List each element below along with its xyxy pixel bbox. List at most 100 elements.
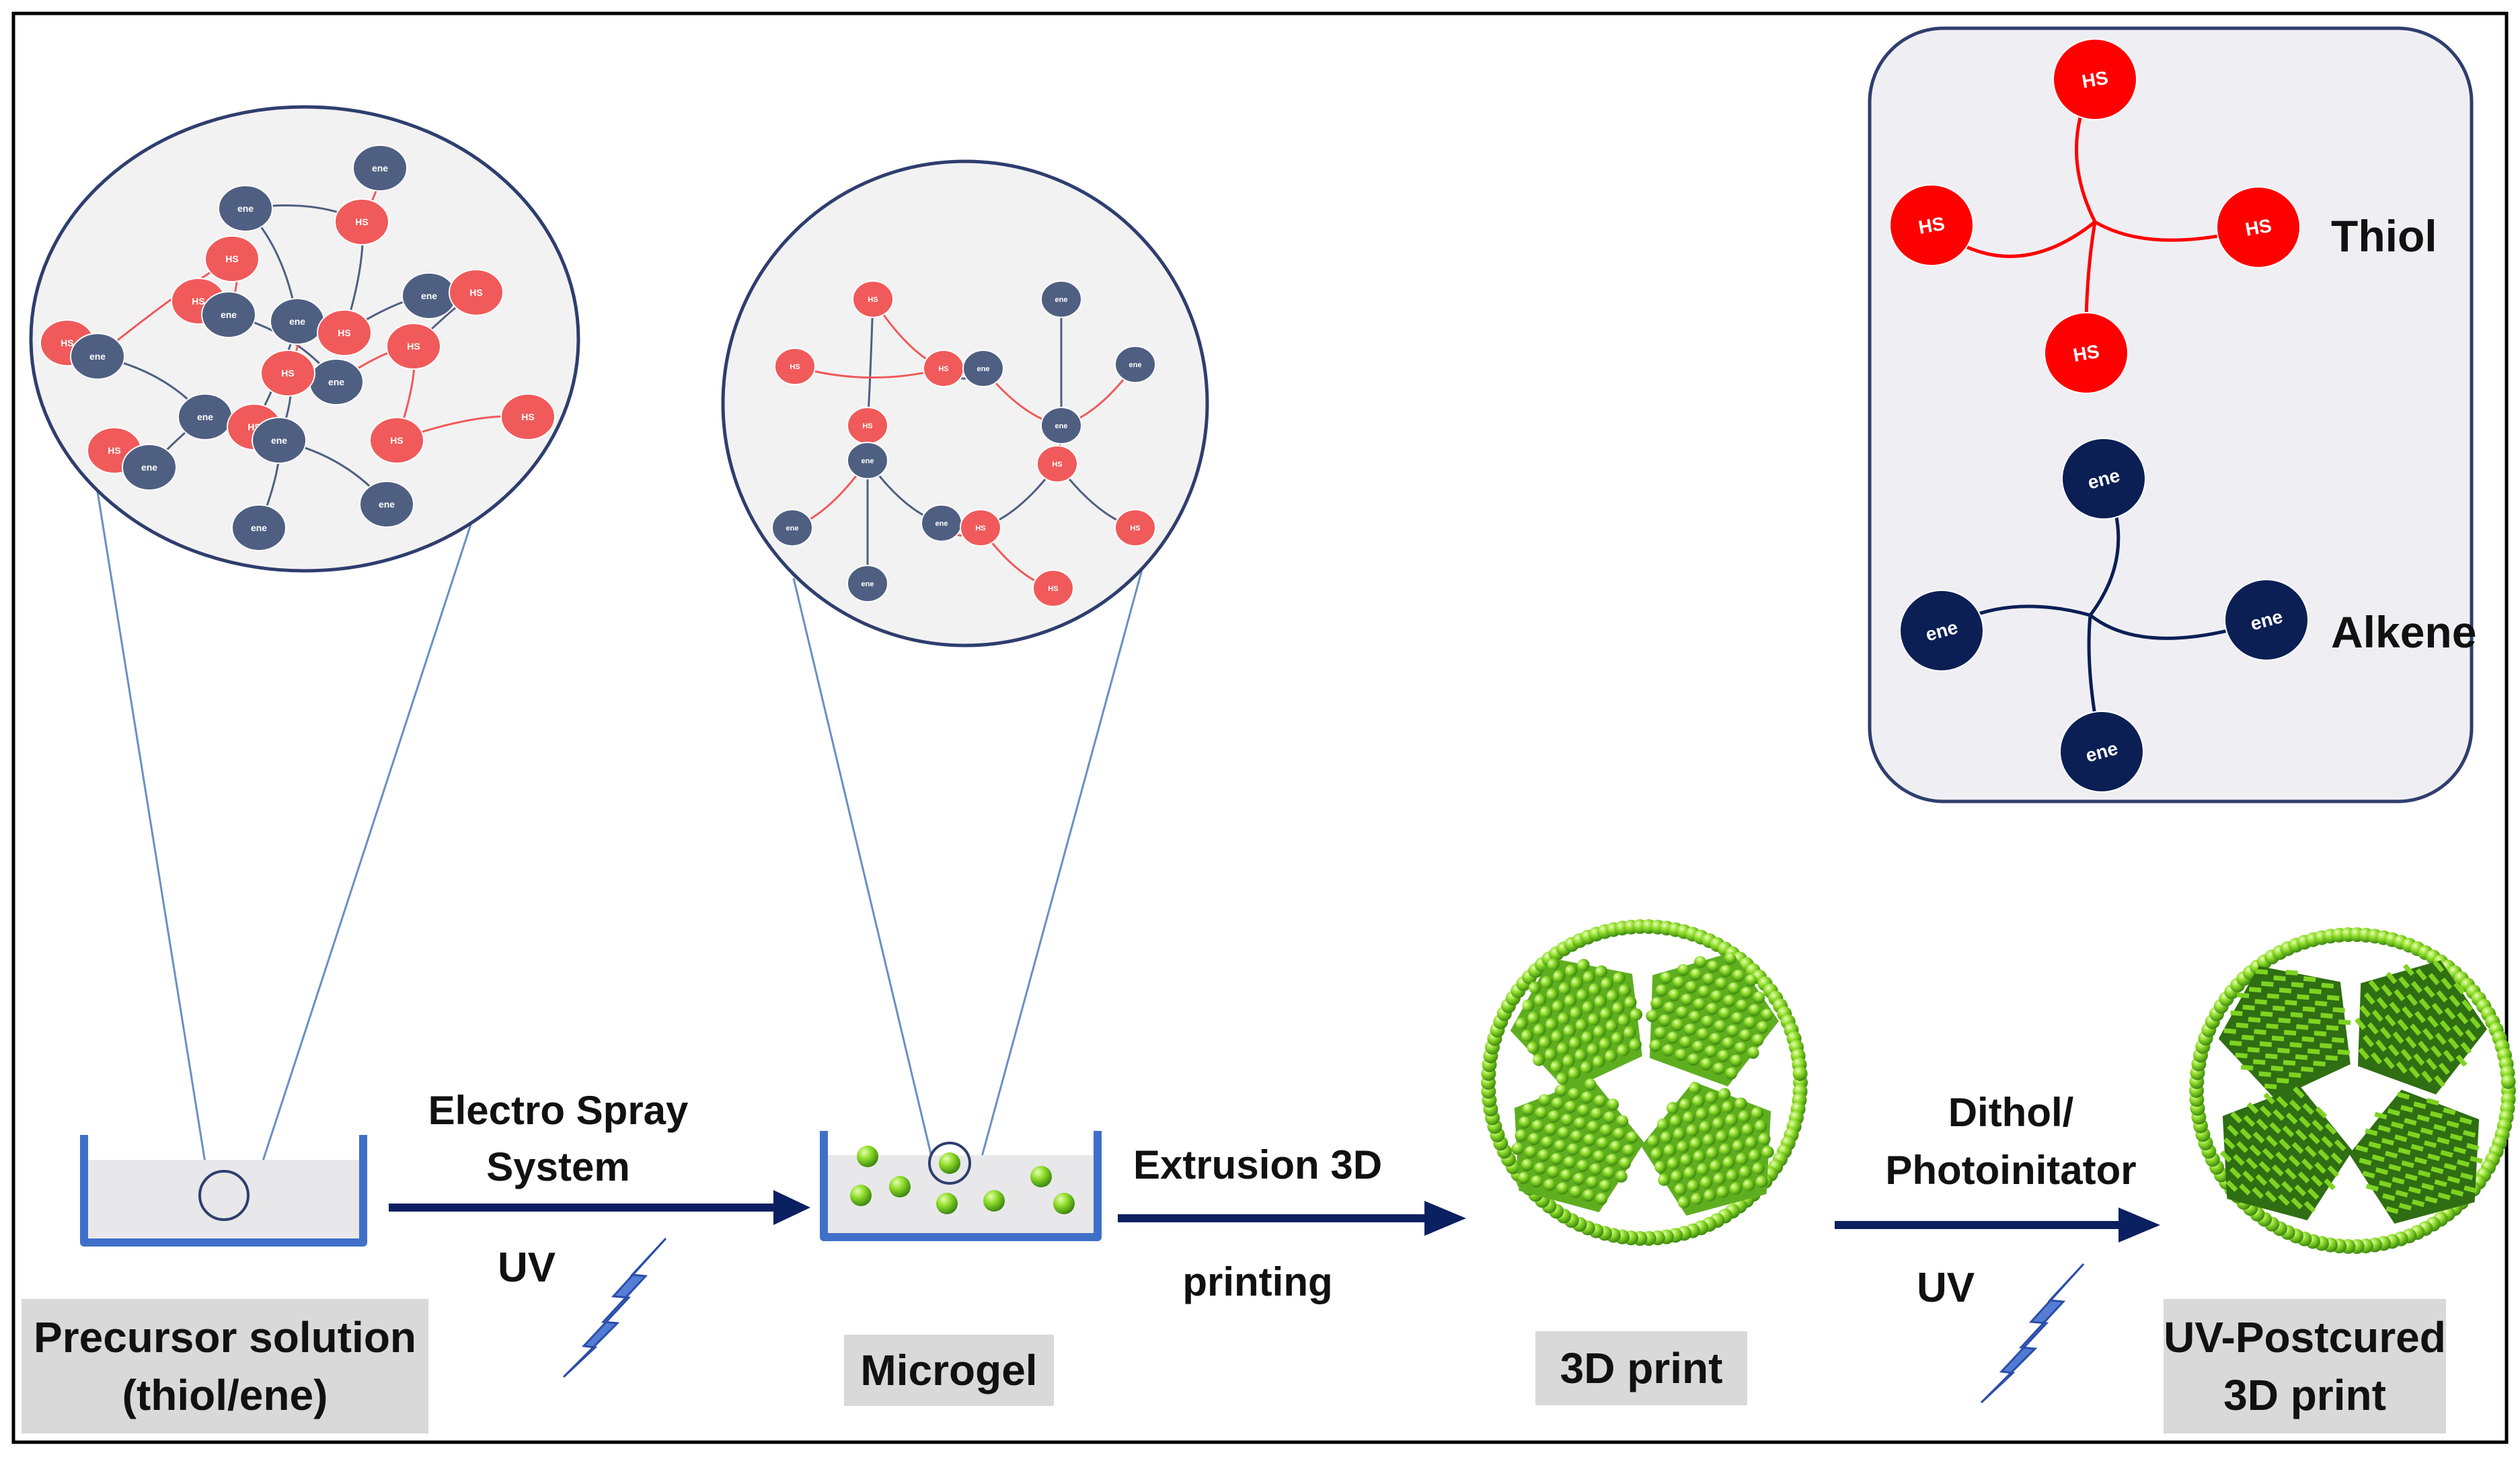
svg-text:HS: HS: [1048, 585, 1058, 593]
ene-arm-node-2: ene: [2224, 579, 2309, 661]
svg-text:HS: HS: [192, 296, 204, 307]
microgel-node-1: ene: [1040, 280, 1082, 318]
microgel-node-10: ene: [771, 509, 813, 547]
precursor-node-6: ene: [270, 298, 325, 345]
svg-text:HS: HS: [225, 253, 238, 264]
svg-text:HS: HS: [390, 435, 403, 446]
svg-text:HS: HS: [790, 363, 800, 371]
svg-text:HS: HS: [469, 287, 482, 298]
microgel-node-2: HS: [774, 348, 816, 385]
precursor-node-1: ene: [218, 185, 273, 232]
microgel-step-label: Microgel: [844, 1335, 1054, 1406]
svg-text:HS: HS: [281, 368, 294, 379]
scaffold-pad: [1646, 952, 1779, 1087]
precursor-step-label: Precursor solution (thiol/ene): [22, 1299, 428, 1433]
microgel-bead-5: [983, 1190, 1005, 1212]
microgel-node-3: HS: [923, 350, 964, 387]
svg-text:HS: HS: [862, 422, 872, 430]
svg-text:HS: HS: [2071, 341, 2101, 366]
legend-alkene-label: Alkene: [2331, 607, 2477, 657]
svg-text:HS: HS: [1130, 524, 1140, 533]
3d-print-scaffold: [1481, 919, 1808, 1246]
svg-text:ene: ene: [141, 462, 157, 473]
arrow-electrospray: [389, 1190, 810, 1225]
microgel-bead-7: [1053, 1193, 1075, 1214]
extrusion-label-line2: printing: [1182, 1259, 1333, 1304]
microgel-node-6: HS: [847, 407, 888, 444]
microgel-beaker: [820, 1131, 1102, 1241]
svg-text:HS: HS: [868, 296, 878, 304]
precursor-node-12: ene: [309, 358, 364, 405]
svg-text:ene: ene: [1129, 361, 1142, 369]
svg-text:HS: HS: [2080, 67, 2110, 92]
microgel-bead-3: [939, 1152, 960, 1174]
precursor-sample-circle: [198, 1170, 250, 1221]
microgel-node-13: HS: [1114, 509, 1156, 547]
microgel-node-7: ene: [1040, 407, 1082, 444]
precursor-node-23: ene: [231, 504, 287, 551]
3d-print-step-label: 3D print: [1535, 1331, 1747, 1405]
microgel-node-4: ene: [962, 350, 1004, 387]
zoom-line-right-2: [981, 564, 1145, 1157]
scaffold-pad: [2218, 965, 2351, 1100]
precursor-node-11: ene: [70, 333, 125, 380]
figure-border: [11, 11, 2509, 1444]
svg-text:ene: ene: [862, 457, 874, 465]
zoom-line-left-1: [93, 470, 210, 1184]
svg-text:ene: ene: [1055, 296, 1068, 304]
electrospray-label-line2: System: [486, 1144, 630, 1189]
precursor-node-0: ene: [352, 145, 408, 192]
microgel-node-8: ene: [847, 442, 888, 479]
ene-arm-node-1: ene: [1899, 590, 1984, 672]
microgel-node-14: ene: [847, 565, 888, 602]
svg-text:ene: ene: [379, 499, 395, 510]
svg-text:ene: ene: [289, 316, 305, 327]
uv-bolt-icon-2: [1980, 1263, 2085, 1404]
arrow-extrusion: [1118, 1201, 1466, 1236]
legend-panel: [1868, 26, 2474, 803]
precursor-node-9: HS: [449, 269, 504, 316]
precursor-node-7: HS: [317, 309, 372, 356]
microgel-node-15: HS: [1032, 569, 1074, 607]
svg-text:ene: ene: [786, 524, 799, 533]
svg-text:HS: HS: [108, 445, 120, 456]
precursor-node-22: ene: [359, 481, 414, 528]
svg-text:ene: ene: [237, 203, 254, 214]
svg-text:HS: HS: [521, 411, 534, 422]
svg-text:HS: HS: [938, 365, 948, 373]
microgel-sample-circle: [928, 1142, 971, 1185]
precursor-node-3: HS: [204, 235, 260, 282]
svg-text:ene: ene: [372, 163, 388, 173]
svg-text:ene: ene: [221, 309, 237, 320]
microgel-node-12: HS: [960, 509, 1001, 547]
svg-text:ene: ene: [197, 411, 213, 422]
precursor-node-2: HS: [334, 198, 389, 245]
microgel-node-11: ene: [921, 504, 962, 542]
precursor-node-18: HS: [369, 417, 424, 464]
svg-text:ene: ene: [271, 435, 287, 446]
arrow-postcure: [1835, 1208, 2160, 1243]
scaffold-pad: [2355, 960, 2487, 1095]
uv-bolt-icon-1: [562, 1237, 667, 1378]
microgel-node-5: ene: [1114, 346, 1156, 383]
microgel-node-0: HS: [852, 280, 894, 318]
svg-text:ene: ene: [977, 365, 990, 373]
svg-text:ene: ene: [328, 377, 344, 387]
precursor-label-line2: (thiol/ene): [122, 1371, 328, 1419]
precursor-node-5: ene: [201, 291, 256, 338]
electrospray-label-line1: Electro Spray: [428, 1088, 689, 1133]
svg-text:ene: ene: [1055, 422, 1068, 430]
postcured-step-label: UV-Postcured 3D print: [2164, 1299, 2446, 1433]
scaffold-pad: [1510, 957, 1643, 1092]
svg-text:HS: HS: [975, 524, 985, 533]
precursor-node-17: ene: [252, 417, 307, 464]
microgel-beads: [850, 1146, 1075, 1214]
svg-text:HS: HS: [1917, 213, 1946, 238]
svg-text:ene: ene: [89, 351, 106, 362]
extrusion-label-line1: Extrusion 3D: [1133, 1142, 1383, 1187]
thiol-arm-node-3: HS: [2044, 312, 2129, 394]
